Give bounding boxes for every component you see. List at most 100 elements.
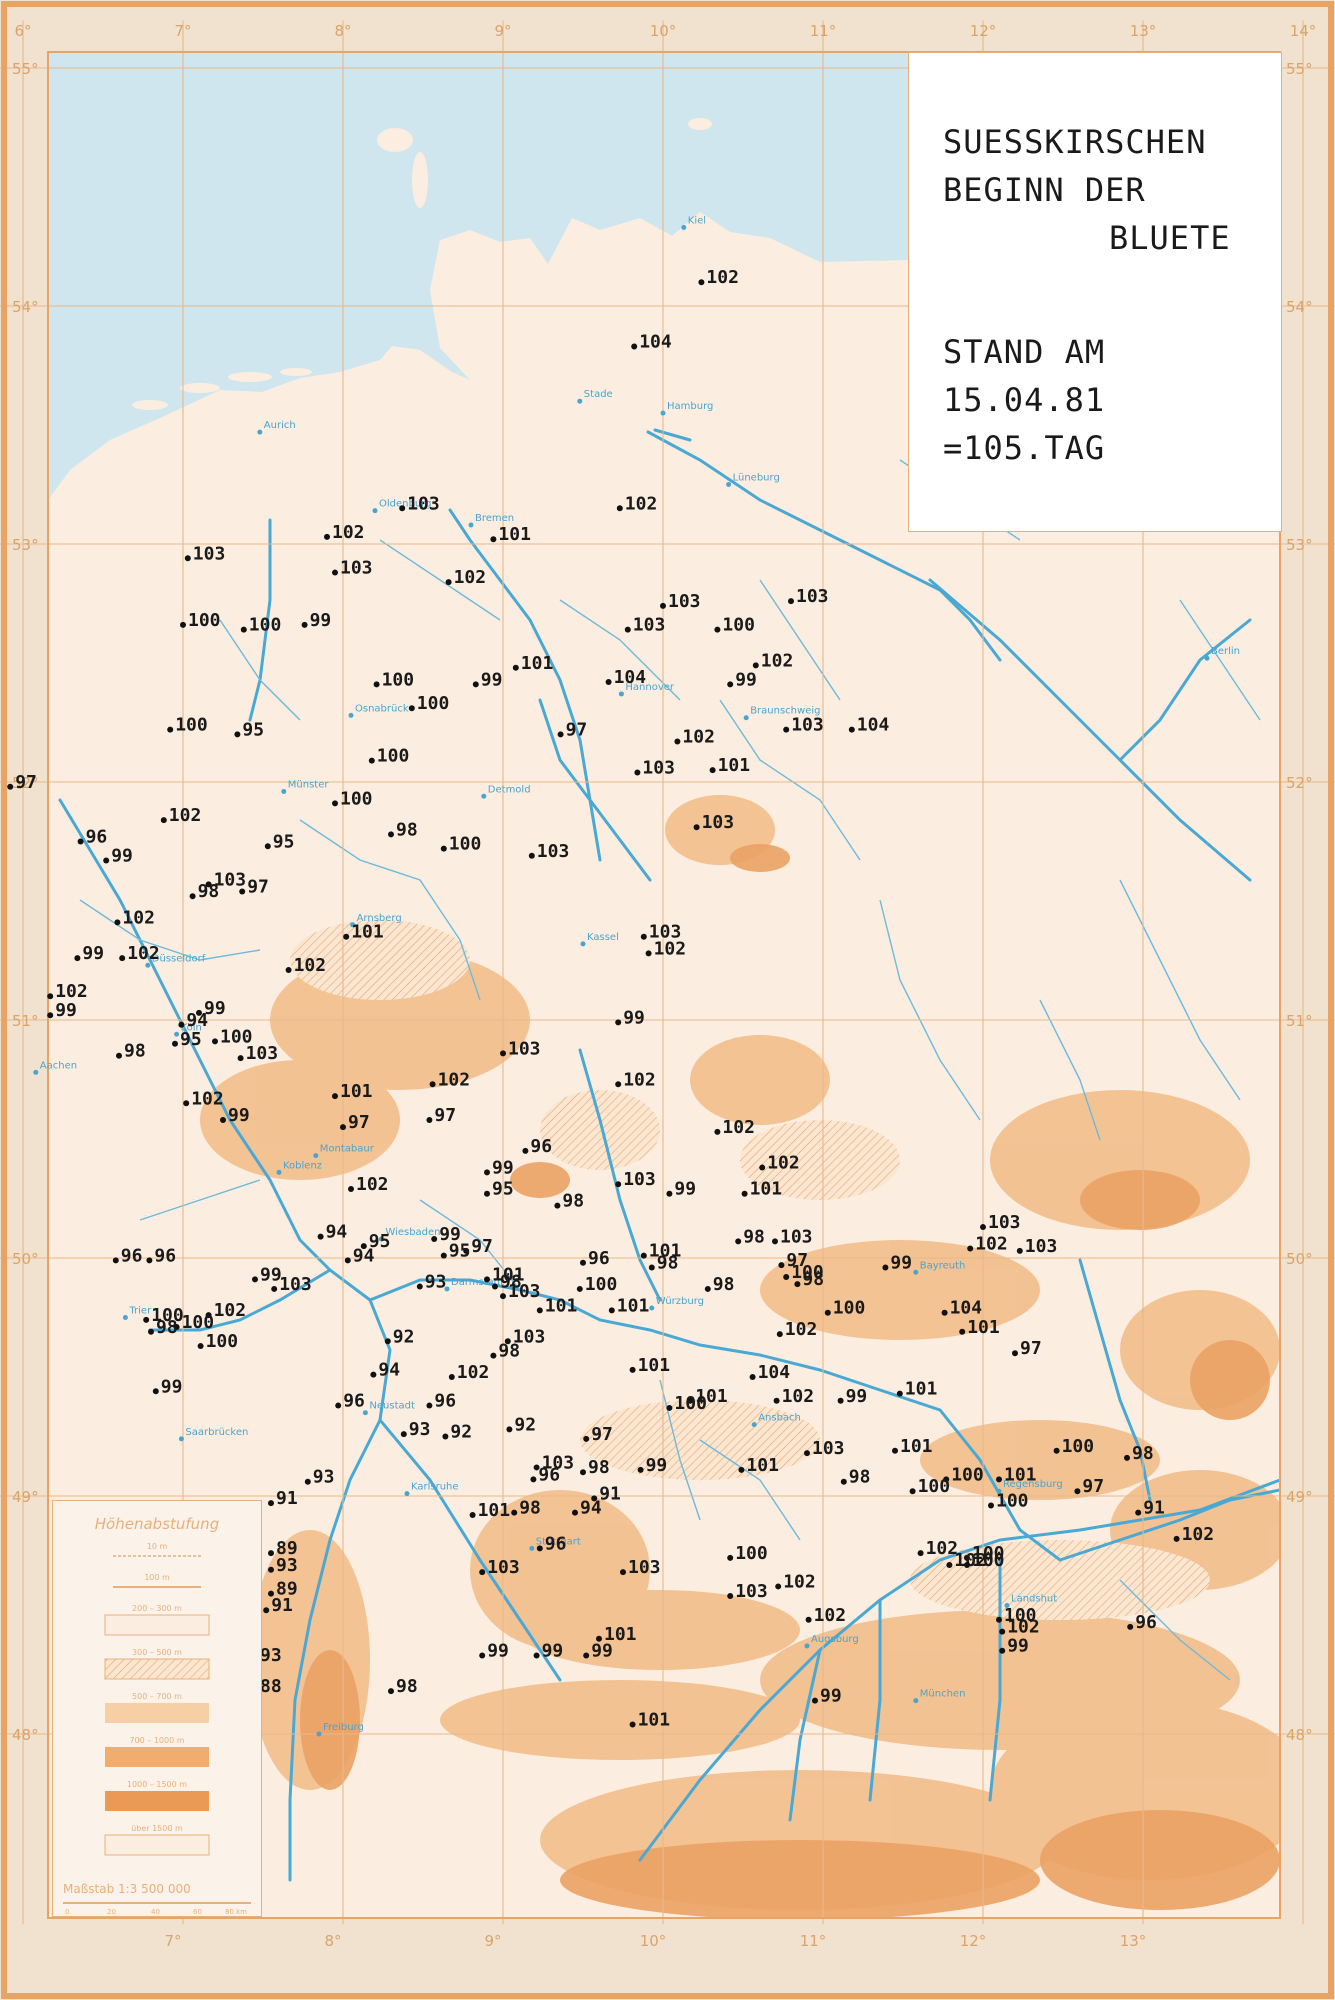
observation-dot [778, 1262, 785, 1269]
observation-value: 97 [348, 1112, 370, 1133]
place-marker [681, 224, 687, 230]
observation-value: 101 [604, 1624, 637, 1645]
observation-value: 101 [521, 653, 554, 674]
place-label: Aachen [40, 1060, 77, 1071]
observation-dot [727, 1592, 734, 1599]
observation-dot [240, 626, 247, 633]
observation-dot [368, 757, 375, 764]
observation-value: 102 [785, 1319, 818, 1340]
legend-item-2: 100 m [144, 1573, 170, 1582]
observation-dot [197, 1343, 204, 1350]
observation-dot [205, 881, 212, 888]
place-marker [660, 410, 666, 416]
observation-value: 98 [713, 1274, 735, 1295]
observation-value: 102 [356, 1174, 389, 1195]
observation-dot [999, 1647, 1006, 1654]
observation-value: 101 [695, 1386, 728, 1407]
status-day: =105.TAG [943, 429, 1106, 467]
observation-value: 102 [926, 1538, 959, 1559]
observation-value: 104 [614, 667, 647, 688]
observation-value: 101 [1004, 1464, 1037, 1485]
observation-value: 99 [310, 610, 332, 631]
observation-value: 101 [617, 1295, 650, 1316]
observation-dot [148, 1328, 154, 1335]
place-marker [1004, 1602, 1010, 1608]
observation-value: 99 [111, 846, 133, 867]
observation-dot [892, 1447, 898, 1454]
observation-value: 103 [796, 586, 829, 607]
observation-value: 104 [950, 1298, 983, 1319]
observation-value: 94 [326, 1222, 348, 1243]
observation-value: 103 [735, 1581, 768, 1602]
grid-label-left: 52° [12, 774, 39, 792]
scale-tick-20: 20 [107, 1908, 116, 1916]
observation-dot [399, 505, 406, 512]
observation-value: 101 [545, 1295, 578, 1316]
observation-value: 91 [599, 1483, 621, 1504]
observation-dot [752, 662, 759, 669]
observation-value: 99 [1007, 1636, 1029, 1657]
map-border [47, 51, 1281, 1919]
observation-dot [343, 933, 350, 940]
observation-dot [1124, 1454, 1130, 1461]
observation-value: 98 [519, 1498, 541, 1519]
place-label: Montabaur [320, 1144, 375, 1155]
grid-label-right: 52° [1286, 774, 1313, 792]
observation-value: 100 [188, 610, 221, 631]
observation-value: 102 [191, 1088, 224, 1109]
status-date: 15.04.81 [943, 381, 1106, 419]
observation-value: 91 [276, 1488, 298, 1509]
observation-dot [301, 621, 308, 628]
place-marker [174, 1031, 180, 1037]
observation-dot [384, 1338, 391, 1345]
observation-value: 103 [508, 1038, 541, 1059]
place-label: Köln [181, 1022, 202, 1033]
observation-value: 101 [905, 1379, 938, 1400]
grid-label-top: 9° [494, 22, 511, 40]
observation-value: 103 [487, 1557, 520, 1578]
observation-value: 98 [500, 1272, 522, 1293]
observation-dot [416, 1283, 423, 1290]
observation-value: 101 [340, 1081, 373, 1102]
observation-dot [178, 1021, 185, 1028]
observation-value: 93 [260, 1645, 282, 1666]
observation-points: 102 104 102 103 102 101 103 103 102 103 103 100 100 9… [7, 267, 1214, 1730]
observation-value: 99 [439, 1224, 461, 1245]
observation-dot [431, 1235, 438, 1242]
observation-dot [268, 1566, 274, 1573]
place-marker [529, 1545, 535, 1551]
observation-value: 102 [625, 493, 658, 514]
observation-value: 101 [498, 524, 531, 545]
observation-dot [812, 1697, 818, 1704]
legend-swatch-200 [104, 1614, 210, 1636]
island [377, 128, 413, 152]
observation-value: 99 [846, 1386, 868, 1407]
observation-dot [666, 1190, 673, 1197]
observation-dot [512, 664, 519, 671]
observation-value: 91 [1143, 1498, 1165, 1519]
place-marker [1204, 655, 1210, 661]
observation-value: 101 [638, 1709, 671, 1730]
observation-value: 89 [276, 1538, 298, 1559]
observation-dot [239, 888, 246, 895]
observation-dot [116, 1052, 122, 1059]
place-marker [804, 1643, 810, 1649]
observation-value: 99 [82, 943, 104, 964]
observation-value: 99 [591, 1640, 613, 1661]
island [132, 400, 168, 410]
observation-value: 102 [783, 1571, 816, 1592]
observation-dot [615, 1081, 622, 1088]
observation-dot [47, 1012, 54, 1019]
place-marker [481, 793, 487, 799]
observation-dot [484, 1276, 490, 1283]
observation-value: 99 [161, 1376, 183, 1397]
observation-value: 103 [279, 1274, 312, 1295]
observation-value: 100 [996, 1491, 1029, 1512]
observation-dot [7, 783, 14, 790]
grid-labels: 6°7°8°9°10°11°12°13°14°7°8°9°10°11°12°13… [12, 22, 1316, 1950]
observation-dot [645, 950, 652, 957]
observation-value: 100 [791, 1262, 824, 1283]
observation-value: 100 [972, 1543, 1005, 1564]
observation-value: 98 [396, 819, 418, 840]
observation-dot [776, 1331, 783, 1338]
